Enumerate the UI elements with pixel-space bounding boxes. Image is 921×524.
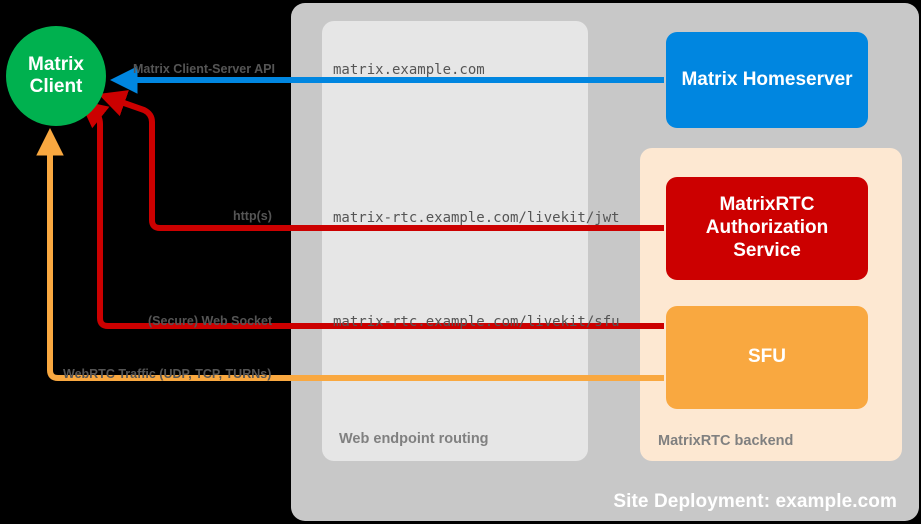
site-deployment-label: Site Deployment: example.com — [613, 491, 897, 512]
matrix-client-label-line1: Matrix — [28, 53, 84, 75]
endpoint-label-matrix-example-com: matrix.example.com — [333, 62, 485, 78]
endpoint-label-livekit-jwt: matrix-rtc.example.com/livekit/jwt — [333, 210, 620, 226]
sfu-label: SFU — [748, 346, 786, 368]
edge-label-matrix-cs-api: Matrix Client-Server API — [133, 62, 275, 76]
matrix-homeserver-label: Matrix Homeserver — [681, 68, 853, 90]
web-endpoint-routing-container: Web endpoint routing — [322, 21, 588, 461]
edge-label-http-s: http(s) — [233, 209, 272, 223]
node-matrixrtc-authorization-service[interactable]: MatrixRTC Authorization Service — [666, 177, 868, 280]
auth-service-label-line2: Authorization — [705, 217, 829, 239]
node-matrix-client[interactable]: Matrix Client — [6, 26, 106, 126]
auth-service-label-line1: MatrixRTC — [719, 194, 815, 216]
edge-label-webrtc-traffic: WebRTC Traffic (UDP, TCP, TURNs) — [63, 367, 272, 381]
edge-label-secure-web-socket: (Secure) Web Socket — [148, 314, 273, 328]
matrixrtc-backend-label: MatrixRTC backend — [658, 433, 794, 449]
matrix-client-label-line2: Client — [29, 76, 83, 97]
endpoint-label-livekit-sfu: matrix-rtc.example.com/livekit/sfu — [333, 314, 620, 330]
node-sfu[interactable]: SFU — [666, 306, 868, 409]
auth-service-label-line3: Service — [733, 239, 801, 261]
node-matrix-homeserver[interactable]: Matrix Homeserver — [666, 32, 868, 128]
web-endpoint-routing-label: Web endpoint routing — [339, 431, 489, 447]
